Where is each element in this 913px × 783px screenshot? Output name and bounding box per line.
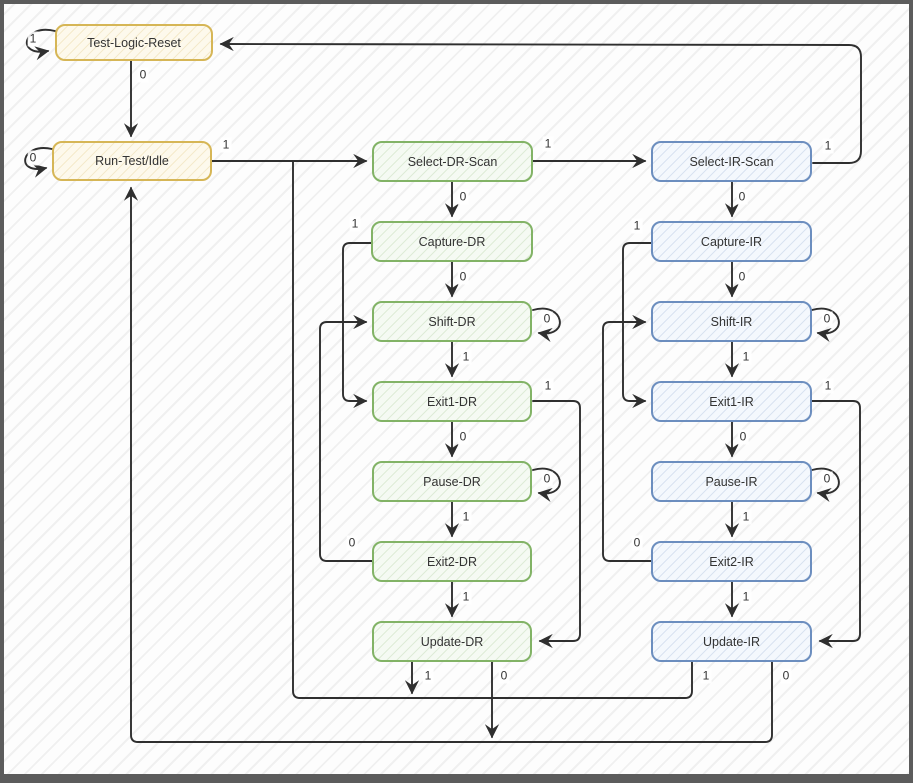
state-update-dr[interactable]: Update-DR [372,621,532,662]
transition-label-tlr-to-rti: 0 [137,67,149,83]
transition-label-sdr-to-sir: 1 [542,136,554,152]
transition-label-sdr-to-cdr: 0 [457,189,469,205]
transition-label-cir-to-shiftir: 0 [736,269,748,285]
edge-pause-ir-self-loop [811,467,840,503]
transition-label-shiftdr-self: 0 [541,311,553,327]
edge-updateir-0-bus-to-rti [123,186,773,743]
transition-label-rti-to-sdr: 1 [220,137,232,153]
edge-pause-dr-self-loop [532,467,561,503]
state-exit1-dr[interactable]: Exit1-DR [372,381,532,422]
state-capture-dr[interactable]: Capture-DR [371,221,533,262]
edge-tlr-self-loop [25,28,56,61]
state-exit1-ir[interactable]: Exit1-IR [651,381,812,422]
transition-label-updateir-0: 0 [780,668,792,684]
transition-label-sir-to-cir: 0 [736,189,748,205]
state-shift-ir[interactable]: Shift-IR [651,301,812,342]
transition-label-pausedr-self: 0 [541,471,553,487]
state-test-logic-reset[interactable]: Test-Logic-Reset [55,24,213,61]
transition-label-shiftir-self: 0 [821,311,833,327]
state-run-test-idle[interactable]: Run-Test/Idle [52,141,212,181]
transition-label-exit1ir-to-updateir: 1 [822,378,834,394]
edge-sir-to-tlr [219,36,862,164]
state-select-ir-scan[interactable]: Select-IR-Scan [651,141,812,182]
transition-label-updatedr-0: 0 [498,668,510,684]
edge-exit1ir-to-updateir-bypass [811,400,861,649]
transition-label-tlr-self: 1 [27,31,39,47]
state-pause-dr[interactable]: Pause-DR [372,461,532,502]
transition-label-rti-self: 0 [27,150,39,166]
transition-label-cir-to-exit1ir: 1 [631,218,643,234]
transition-label-updatedr-1: 1 [422,668,434,684]
edge-exit1dr-to-updatedr-bypass [532,400,581,649]
transition-label-updateir-1: 1 [700,668,712,684]
state-update-ir[interactable]: Update-IR [651,621,812,662]
transition-label-shiftir-to-exit1ir: 1 [740,349,752,365]
edge-shift-ir-self-loop [811,307,840,343]
transition-label-sir-to-tlr: 1 [822,138,834,154]
state-select-dr-scan[interactable]: Select-DR-Scan [372,141,533,182]
state-capture-ir[interactable]: Capture-IR [651,221,812,262]
transition-label-cdr-to-exit1dr: 1 [349,216,361,232]
edge-exit2dr-to-shiftdr-bypass [319,314,373,562]
state-shift-dr[interactable]: Shift-DR [372,301,532,342]
transition-label-exit2dr-to-shiftdr: 0 [346,535,358,551]
edge-shift-dr-self-loop [532,307,561,343]
state-pause-ir[interactable]: Pause-IR [651,461,812,502]
transition-label-exit2ir-to-shiftir: 0 [631,535,643,551]
transition-label-exit1dr-to-updatedr: 1 [542,378,554,394]
transition-label-exit1ir-to-pauseir: 0 [737,429,749,445]
transition-label-shiftdr-to-exit1dr: 1 [460,349,472,365]
state-exit2-dr[interactable]: Exit2-DR [372,541,532,582]
transition-label-cdr-to-shiftdr: 0 [457,269,469,285]
transition-label-exit2ir-to-updateir: 1 [740,589,752,605]
transition-label-exit1dr-to-pausedr: 0 [457,429,469,445]
transition-label-exit2dr-to-updatedr: 1 [460,589,472,605]
transition-label-pauseir-self: 0 [821,471,833,487]
transition-label-pauseir-to-exit2ir: 1 [740,509,752,525]
edge-exit2ir-to-shiftir-bypass [602,314,652,562]
state-exit2-ir[interactable]: Exit2-IR [651,541,812,582]
edge-rti-self-loop [24,147,53,178]
transition-label-pausedr-to-exit2dr: 1 [460,509,472,525]
